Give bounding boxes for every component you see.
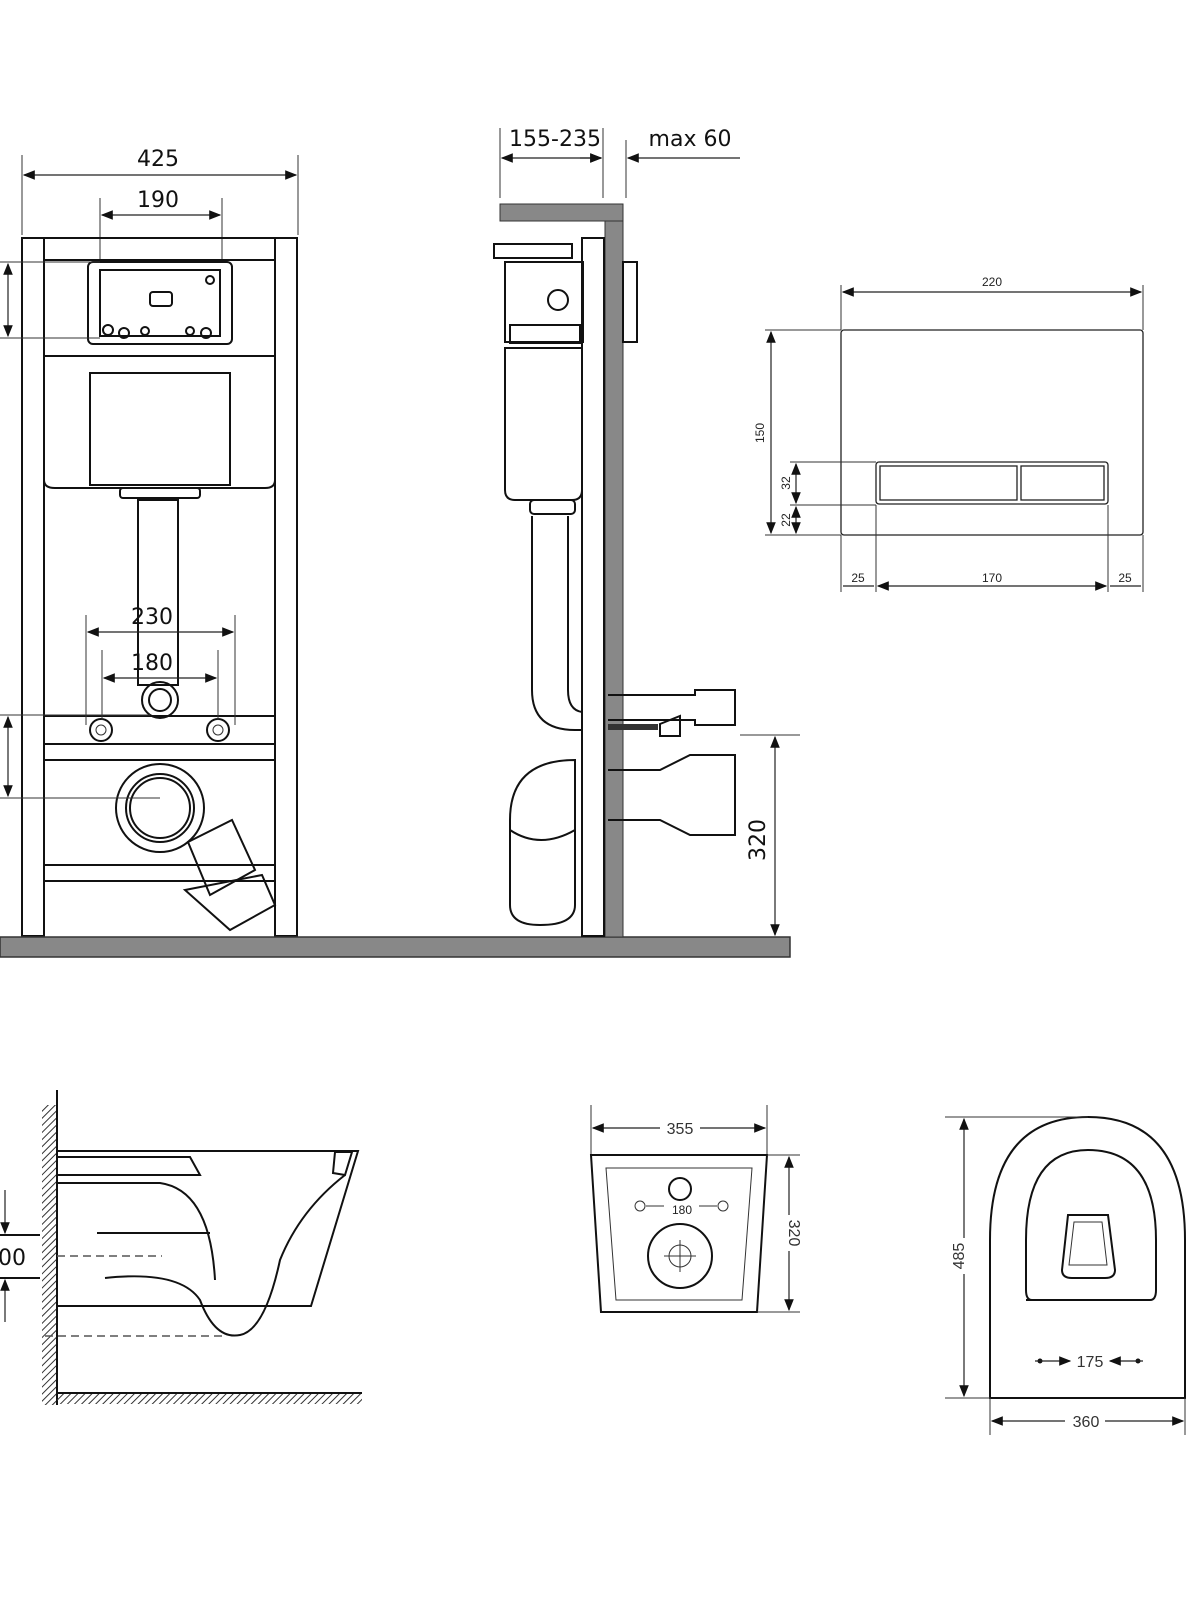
flush-button-large (879, 465, 1018, 501)
label-155-235: 155-235 (509, 127, 601, 152)
cistern-body (43, 355, 276, 489)
label-180: 180 (131, 651, 173, 676)
label-190: 190 (137, 188, 179, 213)
flush-button-small (1020, 465, 1105, 501)
label-32: 32 (779, 476, 793, 490)
label-425: 425 (137, 147, 179, 172)
label-230: 230 (131, 605, 173, 630)
label-320-back: 320 (785, 1220, 802, 1247)
label-170: 170 (982, 571, 1002, 585)
wall (604, 220, 624, 938)
toilet-top-view: 485 175 360 (945, 1115, 1186, 1435)
label-22: 22 (779, 513, 793, 527)
label-220: 220 (982, 275, 1002, 289)
label-175: 175 (1077, 1354, 1104, 1371)
cistern-top (43, 259, 276, 357)
label-25-left: 25 (851, 571, 865, 585)
flush-plate-drawing: 220 150 32 22 25 170 25 (753, 275, 1144, 592)
toilet-side-view: 00 (0, 1090, 362, 1405)
label-355: 355 (667, 1121, 694, 1138)
toilet-back-view: 355 180 320 (589, 1105, 802, 1313)
side-view: 155-235 max 60 320 (493, 127, 800, 938)
label-150: 150 (753, 423, 767, 443)
label-25-right: 25 (1118, 571, 1132, 585)
label-485: 485 (951, 1243, 968, 1270)
label-360: 360 (1073, 1414, 1100, 1431)
flush-opening (87, 261, 233, 345)
label-320-drain: 320 (746, 819, 771, 861)
front-view: 425 190 230 (0, 147, 299, 937)
floor (0, 936, 791, 958)
label-max-60: max 60 (649, 127, 732, 152)
label-partial-00: 00 (0, 1246, 26, 1271)
label-180-back: 180 (672, 1203, 692, 1217)
